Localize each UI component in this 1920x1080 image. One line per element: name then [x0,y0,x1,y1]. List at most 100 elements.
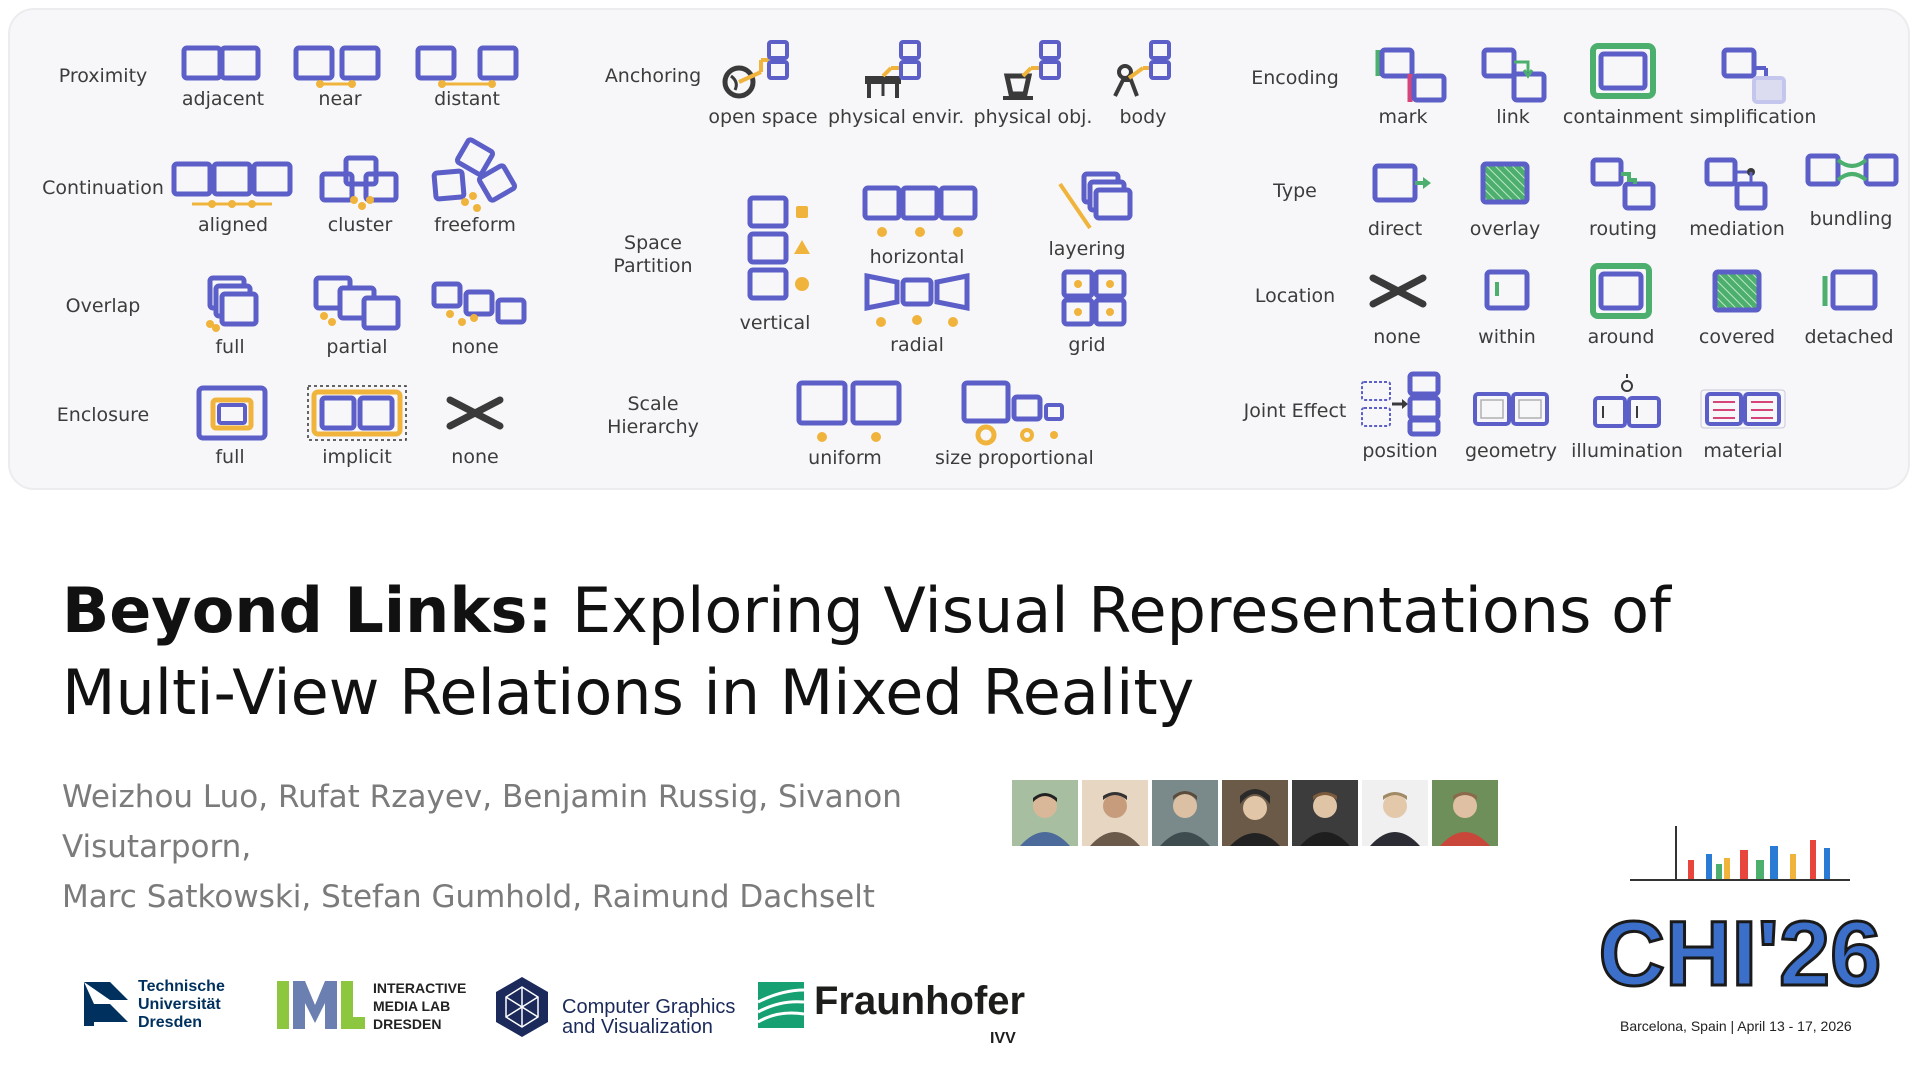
cup-anchor-icon [1003,40,1061,100]
item-size-proportional: size proportional [935,375,1094,469]
category-type: Type [1273,180,1317,202]
item-direct: direct [1330,152,1460,240]
direct-icon [1372,163,1431,203]
item-enclosure-implicit: implicit [292,382,422,468]
item-aligned: aligned [168,150,298,236]
avatar [1290,778,1360,848]
avatar [1080,778,1150,848]
horizontal-icon [862,185,978,237]
paper-title: Beyond Links: Exploring Visual Represent… [62,570,1671,734]
mark-icon [1375,47,1447,103]
taxonomy-panel: Proximity adjacent near distant Continua… [8,8,1910,490]
iml-line-3: DRESDEN [373,1016,442,1032]
title-line-2: Multi-View Relations in Mixed Reality [62,656,1195,729]
within-icon [1484,269,1530,311]
layering-icon [1058,171,1133,230]
fraunhofer-sub: IVV [990,1030,1016,1047]
item-overlap-full: full [165,272,295,358]
distant-icon [415,45,519,88]
item-location-none: none [1332,260,1462,348]
title-rest: Exploring Visual Representations of [552,574,1671,647]
scale-hierarchy-line1: Scale [627,393,679,415]
item-mark: mark [1338,40,1468,128]
geometry-icon [1473,392,1549,426]
cgv-logo-icon [496,977,548,1037]
cross-icon [446,396,504,430]
avatar [1010,778,1080,848]
item-overlap-none: none [410,272,540,358]
tud-line-2: Universität [138,996,221,1013]
overlap-full-icon [206,275,259,332]
space-partition-line2: Partition [613,255,693,277]
conference-info: Barcelona, Spain | April 13 - 17, 2026 [1620,1018,1852,1034]
material-icon [1700,389,1786,429]
avatar [1150,778,1220,848]
overlap-none-icon [431,281,527,326]
item-material: material [1678,380,1808,462]
item-overlay: overlay [1440,152,1570,240]
iml-line-1: INTERACTIVE [373,980,467,996]
category-continuation: Continuation [42,177,164,199]
containment-icon [1590,43,1656,99]
radial-icon [864,272,970,327]
iml-logo-icon [277,981,365,1029]
item-routing: routing [1558,152,1688,240]
tud-logo-icon [84,982,128,1026]
link-icon [1481,47,1547,103]
category-anchoring: Anchoring [604,65,702,87]
avatar [1360,778,1430,848]
scale-hierarchy-line2: Hierarchy [607,416,699,438]
grid-icon [1061,269,1127,327]
item-enclosure-full: full [165,382,295,468]
enclosure-implicit-icon [307,385,407,441]
item-near: near [275,36,405,110]
title-line-1: Beyond Links: Exploring Visual Represent… [62,570,1671,652]
item-physical-obj: physical obj. [968,32,1098,128]
globe-anchor-icon [722,40,789,99]
category-joint-effect: Joint Effect [1243,400,1347,422]
item-illumination: illumination [1562,368,1692,462]
item-body: body [1078,32,1208,128]
item-containment: containment [1558,40,1688,128]
cluster-icon [319,155,399,210]
item-adjacent: adjacent [158,36,288,110]
category-overlap: Overlap [65,295,141,317]
item-cluster: cluster [295,150,425,236]
category-proximity: Proximity [58,65,148,87]
chi-title: CHI'26 [1599,903,1882,1005]
bundling-icon [1805,153,1899,187]
chi-conference-logo: CHI'26 Barcelona, Spain | April 13 - 17,… [1597,820,1890,1034]
covered-icon [1712,269,1762,313]
cross-icon [1369,274,1427,308]
aligned-icon [171,161,293,208]
barcelona-skyline-icon: CHI'26 [1597,826,1883,1007]
item-distant: distant [402,36,532,110]
around-icon [1590,263,1652,319]
freeform-icon [431,137,518,212]
overlay-icon [1480,161,1530,205]
item-detached: detached [1784,260,1914,348]
item-radial: radial [852,268,982,356]
tud-line-1: Technische [138,978,225,995]
category-encoding: Encoding [1251,67,1339,89]
item-geometry: geometry [1446,380,1576,462]
position-icon [1361,371,1441,437]
item-layering: layering [1022,166,1152,260]
item-within: within [1442,260,1572,348]
simplification-icon [1721,47,1786,104]
space-partition-line1: Space [624,232,682,254]
adjacent-icon [181,45,261,81]
item-grid: grid [1022,266,1152,356]
item-vertical: vertical [710,190,840,334]
item-uniform: uniform [780,375,910,469]
item-covered: covered [1672,260,1802,348]
avatar [1430,778,1500,848]
item-simplification: simplification [1688,40,1818,128]
fraunhofer-logo-icon [757,982,805,1028]
vertical-icon [747,195,810,301]
item-overlap-partial: partial [292,272,422,358]
item-open-space: open space [698,32,828,128]
uniform-icon [796,380,902,442]
